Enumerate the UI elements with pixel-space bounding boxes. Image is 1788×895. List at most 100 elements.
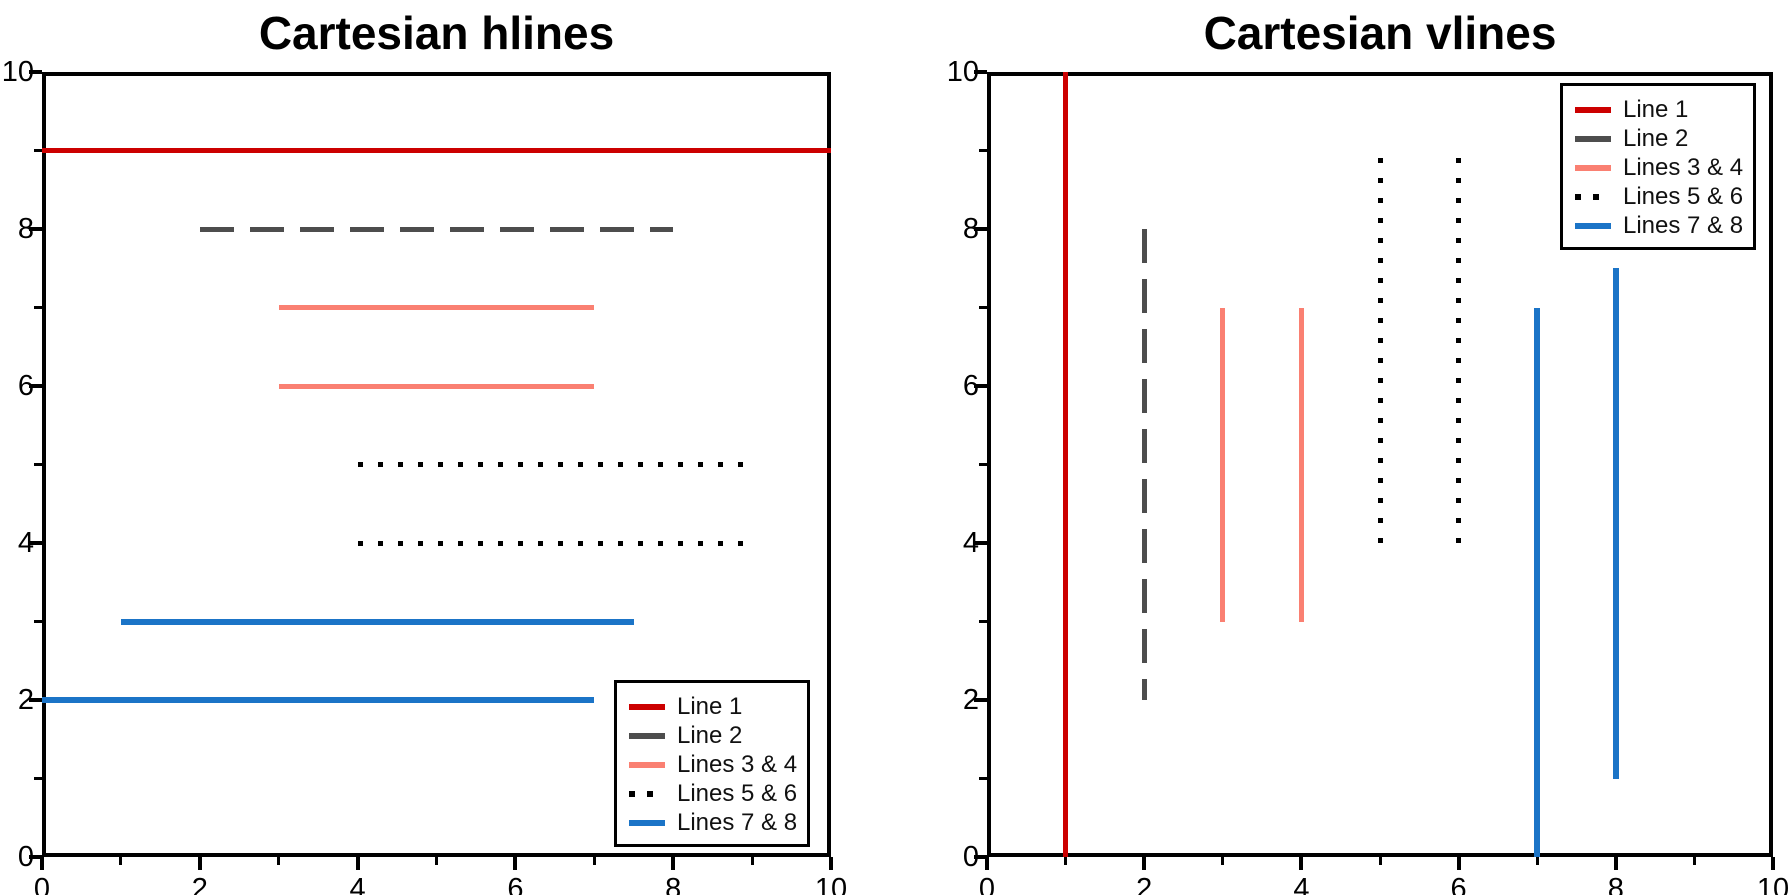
y-major-tick bbox=[29, 70, 42, 74]
x-tick-label: 0 bbox=[33, 873, 51, 895]
plot-hlines-title: Cartesian hlines bbox=[258, 7, 615, 59]
x-minor-tick bbox=[750, 857, 754, 865]
x-minor-tick bbox=[1535, 857, 1539, 865]
legend-swatch-solid bbox=[629, 761, 665, 768]
series-line bbox=[1377, 158, 1383, 543]
legend-swatch-dotted bbox=[629, 790, 659, 797]
legend-entry: Lines 3 & 4 bbox=[1573, 153, 1743, 182]
legend-label: Lines 5 & 6 bbox=[677, 779, 798, 807]
x-tick-label: 4 bbox=[1293, 873, 1310, 895]
x-minor-tick bbox=[1692, 857, 1696, 865]
x-major-tick bbox=[513, 857, 518, 870]
y-tick-label: 6 bbox=[17, 370, 34, 402]
y-tick-label: 10 bbox=[946, 56, 979, 88]
legend-swatch-solid bbox=[1575, 106, 1611, 113]
series-line bbox=[199, 226, 674, 232]
series-line bbox=[1220, 307, 1226, 622]
x-major-tick bbox=[1613, 857, 1618, 870]
y-minor-tick bbox=[979, 149, 987, 152]
legend-label: Lines 3 & 4 bbox=[677, 750, 798, 778]
legend-swatch-dotted bbox=[1575, 193, 1605, 200]
x-tick-label: 2 bbox=[191, 873, 208, 895]
y-tick-label: 2 bbox=[962, 684, 979, 716]
y-major-tick bbox=[974, 70, 987, 74]
x-major-tick bbox=[40, 857, 44, 870]
x-tick-label: 10 bbox=[814, 873, 848, 895]
legend-entry: Line 2 bbox=[1573, 124, 1743, 153]
legend-label: Lines 5 & 6 bbox=[1623, 182, 1744, 210]
series-line bbox=[42, 148, 831, 153]
y-minor-tick bbox=[979, 463, 987, 466]
y-major-tick bbox=[29, 698, 42, 702]
legend-swatch-solid bbox=[1575, 164, 1611, 171]
x-tick-label: 0 bbox=[978, 873, 996, 895]
y-major-tick bbox=[974, 384, 987, 388]
legend-entry: Lines 3 & 4 bbox=[627, 750, 797, 779]
legend-label: Lines 7 & 8 bbox=[677, 808, 798, 836]
legend-swatch-dashed bbox=[629, 732, 665, 739]
x-tick-label: 6 bbox=[1450, 873, 1467, 895]
y-tick-label: 8 bbox=[962, 213, 979, 245]
x-tick-label: 8 bbox=[1607, 873, 1624, 895]
legend-label: Line 1 bbox=[1623, 95, 1689, 123]
y-tick-label: 0 bbox=[962, 841, 979, 873]
y-major-tick bbox=[974, 698, 987, 702]
y-minor-tick bbox=[34, 777, 42, 780]
legend-swatch-solid bbox=[629, 819, 665, 826]
y-major-tick bbox=[29, 384, 42, 388]
plot-vlines-title: Cartesian vlines bbox=[1203, 7, 1557, 59]
series-line bbox=[1298, 307, 1304, 622]
y-tick-label: 2 bbox=[17, 684, 34, 716]
x-minor-tick bbox=[435, 857, 438, 865]
y-tick-label: 10 bbox=[1, 56, 34, 88]
legend-entry: Lines 7 & 8 bbox=[627, 808, 797, 837]
legend-entry: Line 2 bbox=[627, 721, 797, 750]
legend-entry: Lines 5 & 6 bbox=[1573, 182, 1743, 211]
y-minor-tick bbox=[979, 620, 987, 623]
x-major-tick bbox=[829, 857, 833, 870]
series-line bbox=[1063, 72, 1069, 857]
legend-entry: Lines 7 & 8 bbox=[1573, 211, 1743, 240]
x-tick-label: 2 bbox=[1136, 873, 1153, 895]
x-minor-tick bbox=[277, 857, 281, 865]
legend-label: Line 2 bbox=[677, 721, 743, 749]
x-major-tick bbox=[1771, 857, 1775, 870]
series-line bbox=[1141, 229, 1147, 700]
legend-label: Lines 3 & 4 bbox=[1623, 153, 1744, 181]
series-line bbox=[278, 383, 595, 389]
y-major-tick bbox=[974, 855, 987, 859]
legend-swatch-solid bbox=[629, 703, 665, 710]
y-tick-label: 6 bbox=[962, 370, 979, 402]
y-major-tick bbox=[974, 541, 987, 545]
x-tick-label: 4 bbox=[349, 873, 366, 895]
series-line bbox=[42, 697, 595, 703]
y-tick-label: 8 bbox=[17, 213, 34, 245]
series-line bbox=[1456, 158, 1462, 543]
x-tick-label: 8 bbox=[665, 873, 682, 895]
series-line bbox=[357, 462, 745, 467]
y-tick-label: 4 bbox=[17, 527, 34, 559]
legend-label: Line 1 bbox=[677, 692, 743, 720]
y-tick-label: 4 bbox=[962, 527, 979, 559]
series-line bbox=[278, 305, 595, 310]
y-minor-tick bbox=[979, 306, 987, 309]
y-major-tick bbox=[974, 227, 987, 231]
legend-swatch-solid bbox=[1575, 222, 1611, 229]
y-minor-tick bbox=[34, 620, 42, 623]
x-major-tick bbox=[671, 857, 676, 870]
series-line bbox=[357, 540, 745, 546]
x-major-tick bbox=[197, 857, 202, 870]
legend-entry: Lines 5 & 6 bbox=[627, 779, 797, 808]
x-minor-tick bbox=[119, 857, 123, 865]
x-tick-label: 10 bbox=[1756, 873, 1788, 895]
y-minor-tick bbox=[34, 463, 42, 466]
y-major-tick bbox=[29, 227, 42, 231]
legend-label: Line 2 bbox=[1623, 124, 1689, 152]
series-line bbox=[1612, 268, 1619, 779]
x-major-tick bbox=[1142, 857, 1147, 870]
